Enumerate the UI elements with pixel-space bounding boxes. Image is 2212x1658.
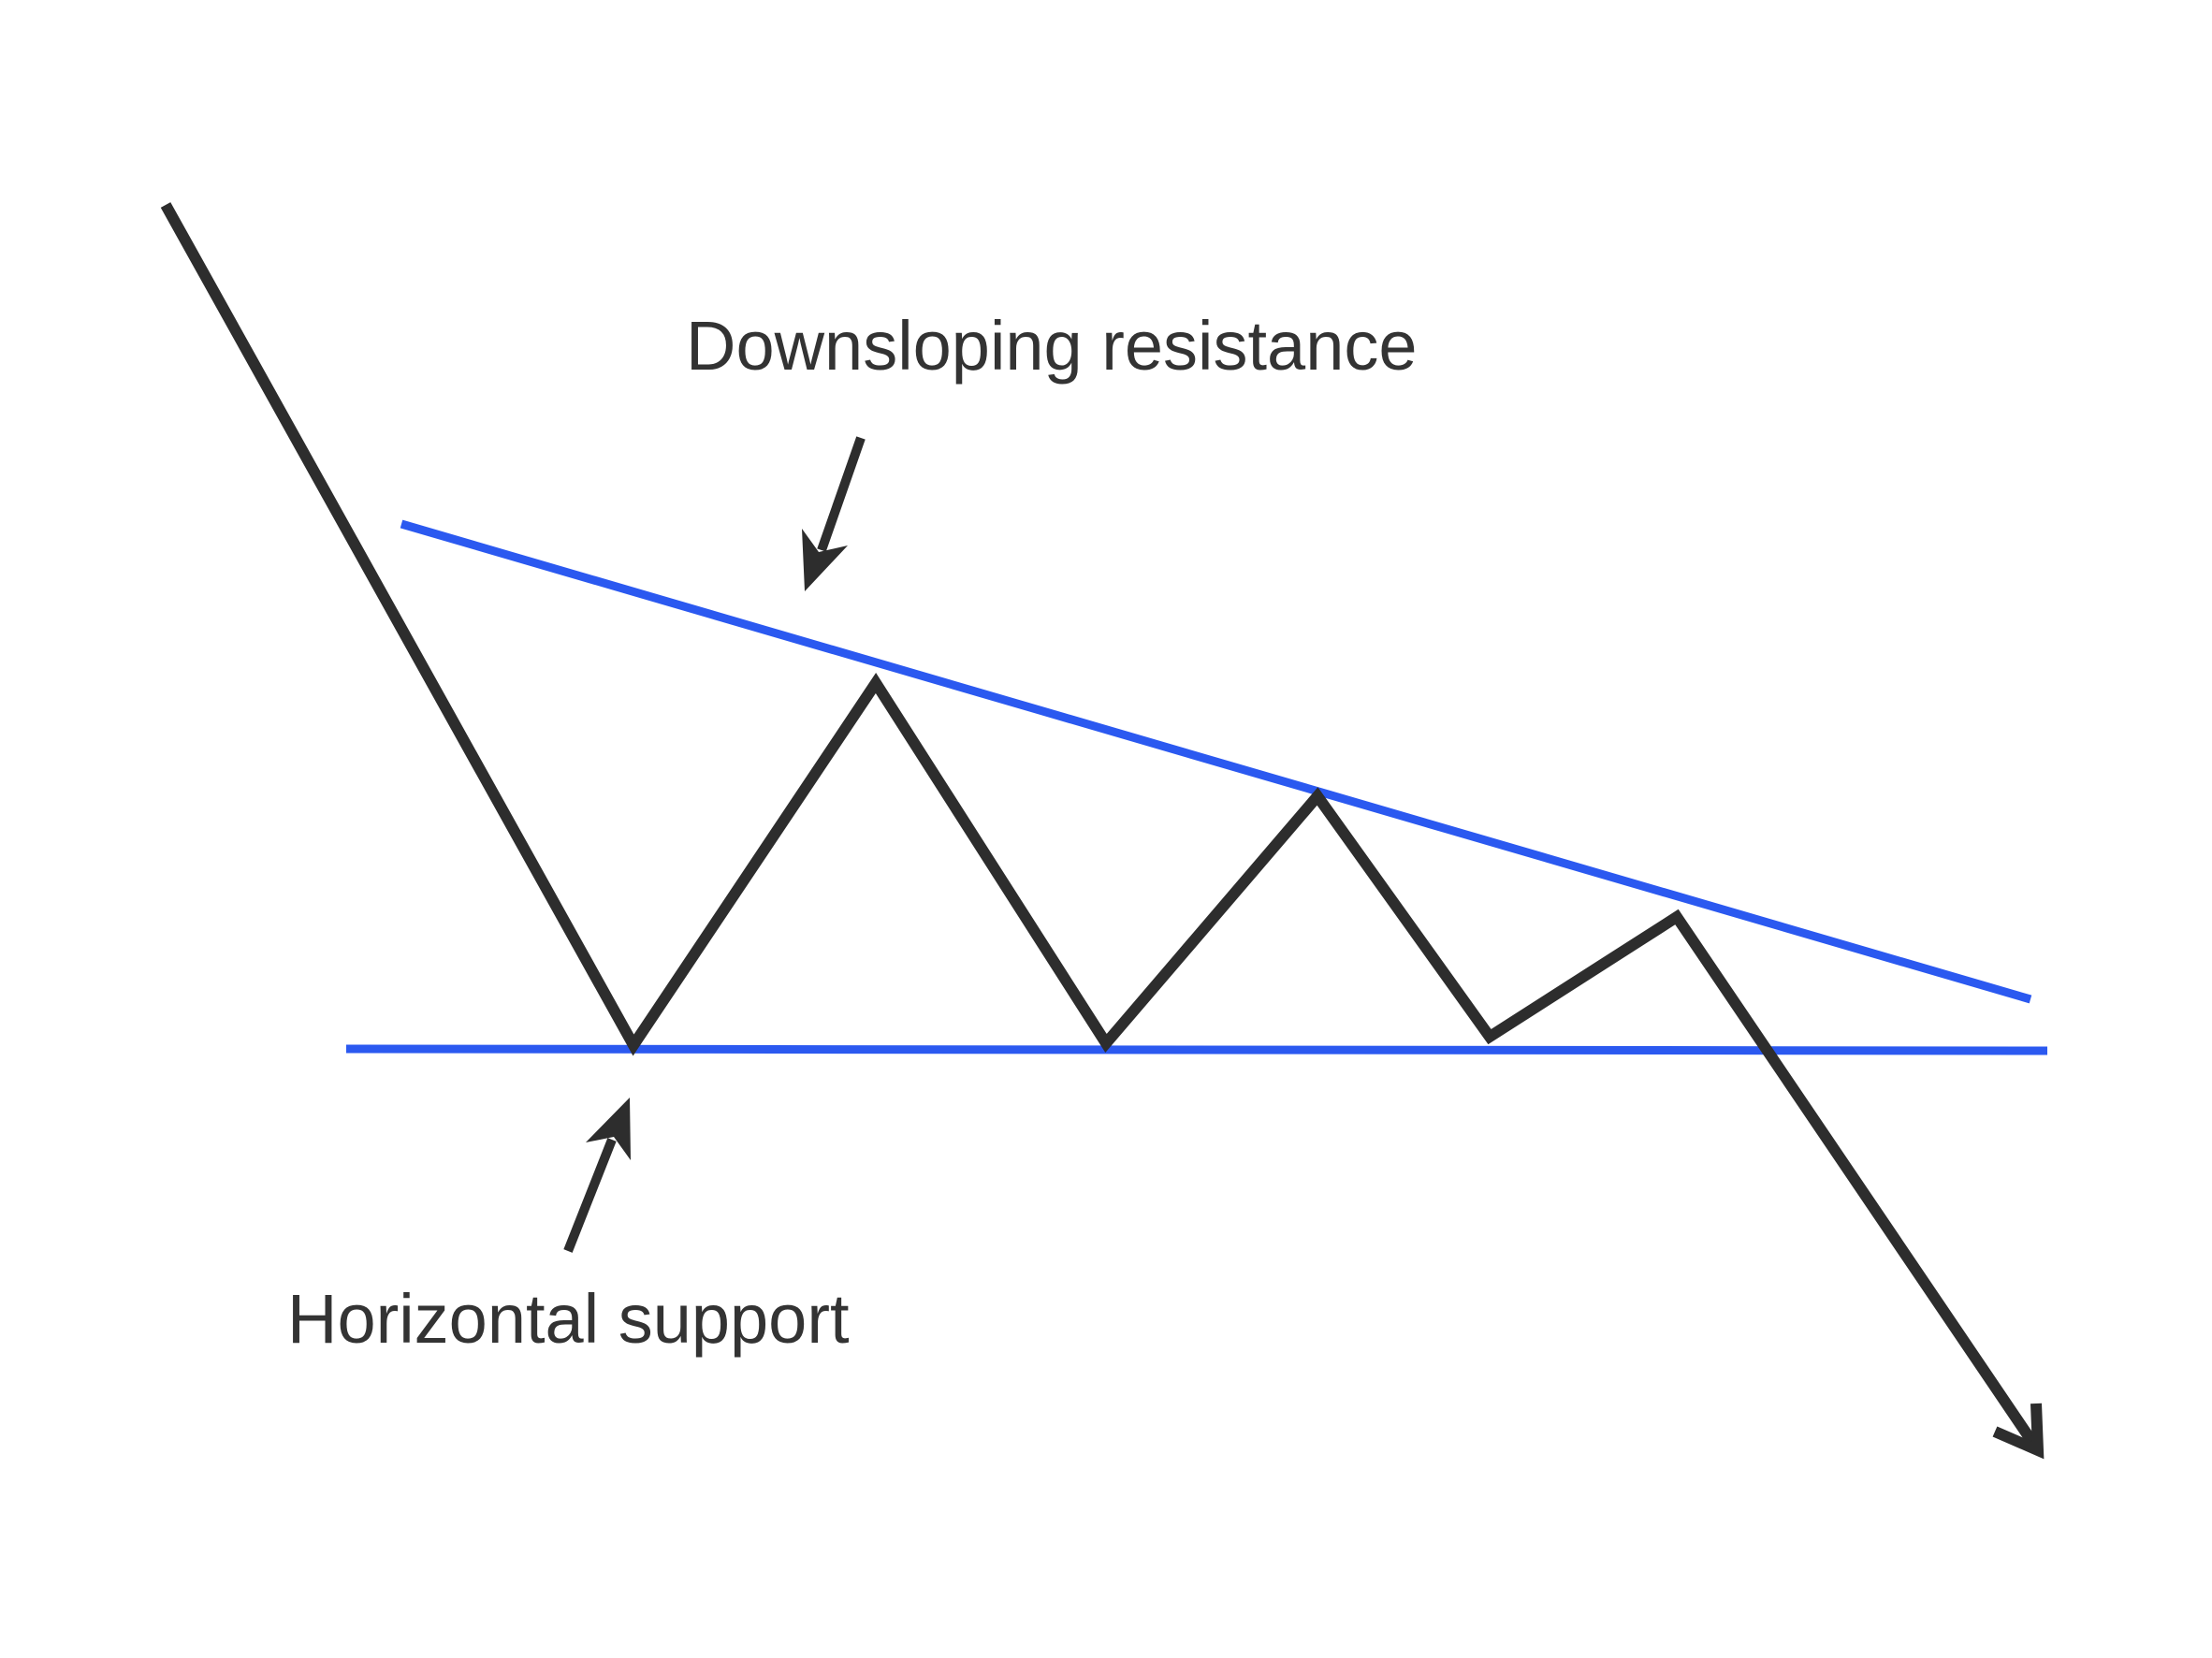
price-line [160,202,2043,1454]
support-label: Horizontal support [287,1280,850,1358]
support-arrow-shaft [563,1138,617,1253]
resistance-arrow-shaft [817,436,866,552]
resistance-arrow-head [802,529,848,591]
resistance-label: Downsloping resistance [686,307,1418,385]
support-arrow-icon [563,1098,631,1253]
breakdown-arrow-icon [1992,1403,2045,1460]
resistance-trendline [400,519,2032,1004]
support-trendline [345,1044,2048,1055]
support-arrow-head [586,1098,631,1160]
resistance-arrow-icon [802,436,866,591]
